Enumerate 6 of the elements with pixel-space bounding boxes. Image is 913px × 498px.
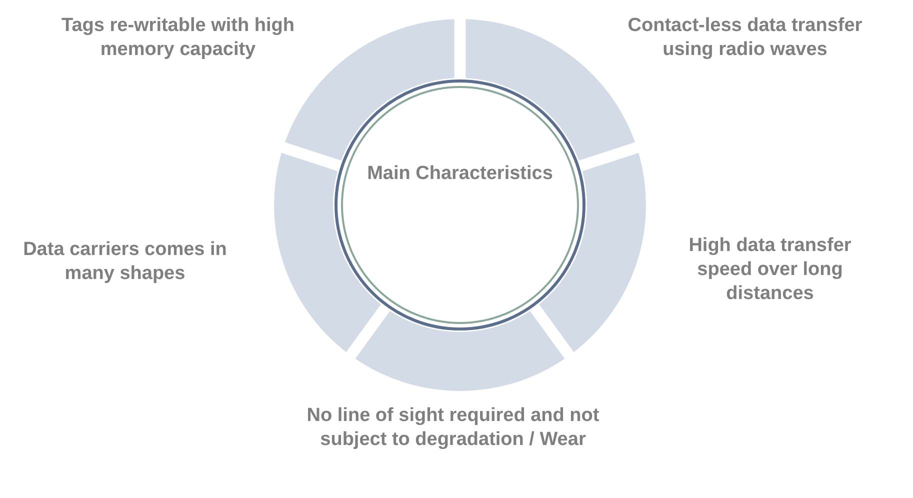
characteristic-label: Tags re-writable with high memory capacity (60, 14, 296, 62)
characteristic-label: Data carriers comes in many shapes (22, 238, 228, 286)
characteristic-label: Contact-less data transfer using radio waves (626, 14, 864, 62)
characteristic-label: High data transfer speed over long distances (688, 234, 852, 306)
characteristic-label: No line of sight required and not subject to degradation / Wear (306, 404, 600, 452)
center-title: Main Characteristics (366, 162, 554, 186)
